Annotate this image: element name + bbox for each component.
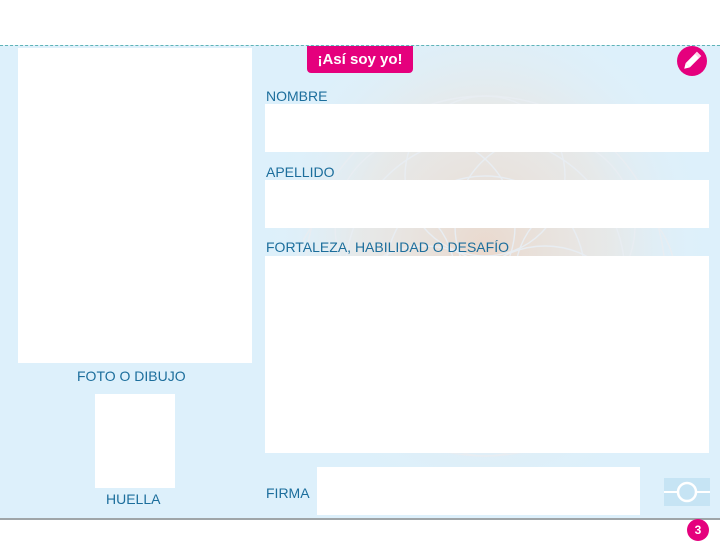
first-name-field[interactable] <box>265 104 709 152</box>
title-tab-label: ¡Así soy yo! <box>317 51 403 68</box>
strength-label: FORTALEZA, HABILIDAD O DESAFÍO <box>266 239 509 255</box>
photo-drawing-box[interactable] <box>18 48 252 363</box>
strength-field[interactable] <box>265 256 709 453</box>
photo-label: FOTO O DIBUJO <box>77 368 186 384</box>
profile-card: ¡Así soy yo! FOTO O DIBUJO HUELLA NOMBRE… <box>0 45 720 520</box>
first-name-label: NOMBRE <box>266 88 328 104</box>
last-name-field[interactable] <box>265 180 709 228</box>
page-top-margin <box>0 0 720 45</box>
title-tab: ¡Así soy yo! <box>307 46 413 73</box>
signature-pad-icon <box>664 478 710 506</box>
page-number: 3 <box>687 519 709 541</box>
last-name-label: APELLIDO <box>266 164 335 180</box>
fingerprint-box[interactable] <box>95 394 175 488</box>
fingerprint-label: HUELLA <box>106 491 161 507</box>
signature-field[interactable] <box>317 467 640 515</box>
pencil-icon <box>677 46 707 76</box>
signature-label: FIRMA <box>266 485 310 501</box>
